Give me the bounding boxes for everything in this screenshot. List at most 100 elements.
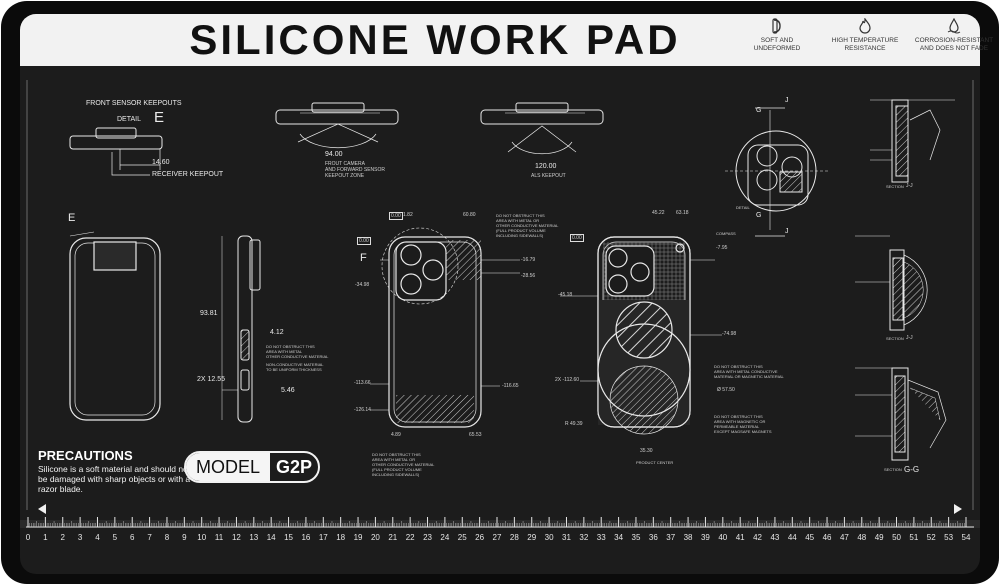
back-dim-a: 1.82: [403, 212, 413, 218]
section-gg-letters: G-G: [904, 465, 920, 474]
ruler-number: 46: [822, 533, 832, 542]
ruler-number: 43: [770, 533, 780, 542]
section-jj-mid-label: SECTION: [886, 336, 904, 341]
ruler-number: 32: [579, 533, 589, 542]
back-note-bottom-line3: OTHER CONDUCTIVE MATERIAL: [372, 462, 435, 467]
camera-detail-drawing: [725, 107, 830, 237]
magsafe-dim-f: 2X -112.60: [555, 377, 580, 383]
receiver-value: 14.60: [152, 159, 170, 166]
ruler-number: 36: [648, 533, 658, 542]
ruler-number: 10: [197, 533, 207, 542]
feature-temperature: HIGH TEMPERATURE RESISTANCE: [820, 18, 910, 53]
back-note-top-line5: INCLUDING SIDEWALLS): [496, 233, 544, 238]
ruler-number: 0: [25, 533, 31, 542]
receiver-label: RECEIVER KEEPOUT: [152, 171, 224, 178]
als-drawing: [480, 102, 604, 155]
ruler-number: 14: [266, 533, 276, 542]
back-note-bottom-line1: DO NOT OBSTRUCT THIS: [372, 452, 421, 457]
magsafe-zero: 0.00: [570, 234, 584, 242]
feature-temperature-line2: RESISTANCE: [844, 45, 886, 52]
j-marker-top: J: [785, 97, 789, 104]
precautions-text: Silicone is a soft material and should n…: [38, 464, 191, 494]
detail-label: DETAIL: [736, 205, 750, 210]
f-marker: F: [360, 252, 367, 264]
ruler-number: 31: [562, 533, 571, 542]
ruler-number: 52: [926, 533, 936, 542]
back-note-top-line3: OTHER CONDUCTIVE MATERIAL: [496, 223, 559, 228]
magsafe-dim-a: 45.22: [652, 210, 665, 216]
side-note-line5: TO BE UNIFORM THICKNESS: [266, 367, 322, 372]
ruler-number: 15: [284, 533, 293, 542]
ruler-number: 40: [718, 533, 728, 542]
section-gg-drawing: [855, 367, 947, 461]
section-jj-mid-letters: J-J: [906, 335, 913, 341]
ruler-number: 9: [182, 533, 187, 542]
back-dim-f: -113.66: [354, 380, 371, 386]
ruler-number: 23: [423, 533, 432, 542]
magsafe-note1-line1: DO NOT OBSTRUCT THIS: [714, 364, 763, 369]
front-camera-line3: KEEPOUT ZONE: [325, 173, 365, 179]
magsafe-note1-line2: AREA WITH METAL CONDUCTIVE: [714, 369, 778, 374]
als-label: ALS KEEPOUT: [531, 173, 566, 179]
e-marker: E: [68, 212, 76, 224]
magsafe-note2-line3: PERMEABLE MATERIAL: [714, 424, 760, 429]
magsafe-note2-line4: EXCEPT MAGSAFE MAGNETS: [714, 429, 772, 434]
ruler-number: 33: [596, 533, 606, 542]
back-zero-left: 0.00: [357, 237, 371, 245]
front-camera-value: 94.00: [325, 151, 343, 158]
ruler-number: 2: [60, 533, 65, 542]
ruler-number: 50: [892, 533, 901, 542]
back-phone-drawing: [370, 227, 520, 428]
magsafe-phone-drawing: [560, 236, 722, 435]
ruler-number: 12: [231, 533, 241, 542]
feature-soft-line2: UNDEFORMED: [753, 45, 801, 52]
section-jj-mid-drawing: [855, 235, 928, 331]
pad-title: SILICONE WORK PAD: [189, 16, 681, 63]
magsafe-note2-line1: DO NOT OBSTRUCT THIS: [714, 414, 763, 419]
ruler-number: 13: [249, 533, 259, 542]
detail-e-letter: E: [154, 109, 165, 126]
magsafe-dim-i: 35.30: [640, 448, 653, 454]
ruler-number: 7: [147, 533, 152, 542]
ruler-number: 20: [370, 533, 380, 542]
back-dim-c: -16.79: [521, 257, 536, 263]
section-gg-label: SECTION: [884, 467, 902, 472]
side-note-line3: OTHER CONDUCTIVE MATERIAL: [266, 354, 329, 359]
feature-corrosion-line1: CORROSION-RESISTANT: [914, 37, 994, 44]
ruler-number: 8: [164, 533, 170, 542]
ruler-number: 17: [318, 533, 328, 542]
magsafe-dim-d: -45.18: [558, 292, 573, 298]
front-sensor-title: FRONT SENSOR KEEPOUTS: [86, 100, 182, 107]
model-label: MODEL: [186, 453, 270, 481]
side-height: 93.81: [200, 310, 218, 317]
side-note-line1: DO NOT OBSTRUCT THIS: [266, 344, 315, 349]
ruler-number: 54: [961, 533, 971, 542]
ruler-number: 16: [301, 533, 311, 542]
ruler-number: 39: [700, 533, 710, 542]
compass-label: COMPASS: [716, 231, 736, 236]
ruler-number: 48: [857, 533, 867, 542]
back-dim-b: 60.80: [463, 212, 476, 218]
ruler-number: 18: [336, 533, 346, 542]
g-marker-bottom: G: [756, 212, 762, 219]
product-center-label: PRODUCT CENTER: [636, 460, 674, 465]
back-dim-d: -28.56: [521, 273, 536, 279]
ruler-number: 28: [509, 533, 519, 542]
g-marker-top: G: [756, 107, 762, 114]
front-camera-line2: AND FORWARD SENSOR: [325, 167, 386, 173]
ruler-number: 44: [787, 533, 797, 542]
magsafe-dim-h: R 49.39: [565, 421, 583, 427]
ruler-number: 4: [95, 533, 100, 542]
magsafe-note2-line2: AREA WITH MAGNETIC OR: [714, 419, 766, 424]
magsafe-dim-g: Ø 57.50: [717, 387, 735, 393]
corrosion-drop-icon: [947, 18, 961, 34]
section-jj-top-label: SECTION: [886, 184, 904, 189]
back-dim-j: 65.53: [469, 432, 482, 438]
ruler-number: 38: [683, 533, 693, 542]
side-width: 4.12: [270, 329, 284, 336]
ruler-number: 11: [214, 533, 224, 542]
j-marker-bottom: J: [785, 228, 789, 235]
ruler-number: 35: [631, 533, 641, 542]
side-button: 2X 12.55: [197, 376, 226, 383]
